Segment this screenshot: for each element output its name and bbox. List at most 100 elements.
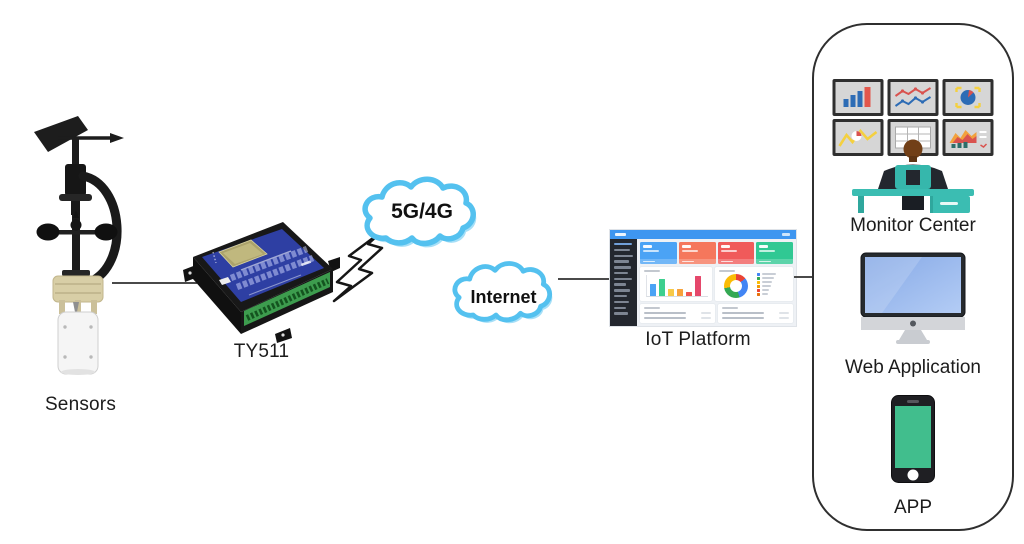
bar (668, 289, 674, 296)
list-row (722, 317, 789, 319)
list-row (644, 317, 711, 319)
desktop-monitor-icon (860, 252, 966, 344)
sidebar-menu-item (614, 277, 632, 281)
lightning-bolt-icon (332, 227, 387, 303)
data-logger-icon (183, 222, 340, 343)
data-list-panel (640, 304, 715, 323)
legend-chip (757, 276, 760, 280)
legend-text-line (762, 273, 776, 276)
donut-hole (730, 280, 742, 292)
stat-card-text-line (681, 245, 691, 248)
stat-card-footer (678, 259, 716, 264)
stat-cards-row (640, 242, 793, 264)
panel-title-placeholder (719, 270, 735, 272)
dashboard-topbar (610, 230, 796, 239)
legend-row (757, 288, 776, 292)
panel-title-placeholder (722, 307, 738, 309)
sidebar-menu-item (614, 295, 627, 298)
sidebar-menu-item (614, 266, 631, 269)
screen-area-chart-icon (942, 119, 994, 156)
sidebar-menu-item (614, 300, 629, 304)
bar-chart-panel (640, 267, 712, 301)
stat-card-text-line (759, 245, 769, 248)
connector-sensors-logger (112, 282, 197, 284)
sidebar-menu-item (614, 312, 628, 315)
stat-card-text-line (643, 250, 659, 252)
legend-row (757, 292, 776, 296)
panel-title-placeholder (644, 270, 660, 272)
bar (659, 279, 665, 296)
stat-card-footer (640, 259, 677, 264)
cloud-internet-label: Internet (470, 287, 537, 307)
stat-card (756, 242, 793, 264)
donut-chart (724, 274, 748, 298)
iot-platform-dashboard (610, 230, 796, 326)
sidebar-menu-item (614, 271, 628, 275)
stat-card-text-line (643, 245, 652, 248)
stat-card-text-line (720, 250, 737, 252)
sidebar-menu-item (614, 248, 630, 252)
data-list-panel (718, 304, 793, 323)
screen-bar-chart-icon (832, 79, 884, 116)
dashboard-user-menu (782, 233, 790, 236)
cloud-icon (452, 261, 553, 324)
web-application-label: Web Application (845, 357, 981, 378)
donut-legend (757, 273, 776, 296)
stat-card-footer (756, 259, 793, 264)
monitor-center-label: Monitor Center (850, 215, 976, 236)
platform-label: IoT Platform (645, 329, 751, 350)
sidebar-menu-item (614, 260, 629, 263)
operator-desk-icon (852, 139, 974, 213)
legend-chip (757, 273, 760, 276)
logger-label: TY511 (233, 341, 290, 362)
sidebar-menu-item (614, 289, 630, 292)
cloud-5g4g-label: 5G/4G (391, 200, 453, 223)
sidebar-menu-item (614, 306, 626, 309)
screen-pie-chart-icon (942, 79, 994, 116)
legend-row (757, 284, 776, 288)
sidebar-menu-item (614, 254, 633, 257)
list-row (644, 312, 711, 314)
legend-text-line (762, 285, 771, 288)
sensors-label: Sensors (44, 394, 117, 415)
connector-platform-clients (794, 276, 812, 278)
legend-chip (757, 284, 760, 288)
sidebar-menu-item (614, 283, 626, 286)
stat-card (678, 242, 716, 264)
panel-title-placeholder (644, 307, 660, 309)
stat-card-footer (717, 259, 755, 264)
bar-chart (646, 275, 708, 297)
clients-panel: Monitor Center Web Application (812, 23, 1014, 531)
legend-chip (757, 288, 760, 292)
donut-chart-panel (715, 267, 793, 301)
screen-trend-line-icon (832, 119, 884, 156)
legend-chip (757, 292, 760, 296)
stat-card-text-line (759, 250, 776, 252)
screen-line-chart-icon (887, 79, 939, 116)
dashboard-sidebar (610, 239, 637, 326)
legend-text-line (762, 281, 772, 284)
cloud-icon (362, 176, 477, 248)
legend-text-line (762, 289, 769, 292)
connector-internet-platform (558, 278, 610, 280)
legend-row (757, 273, 776, 276)
wind-sensor-icon (34, 116, 124, 375)
monitor-wall-icon (832, 79, 994, 156)
bar (695, 276, 701, 296)
stat-card (640, 242, 677, 264)
bar (650, 284, 656, 296)
app-label: APP (893, 497, 933, 518)
bar (677, 289, 683, 296)
list-row (722, 312, 789, 314)
stat-card (717, 242, 755, 264)
stat-card-text-line (681, 250, 698, 252)
stat-card-text-line (720, 245, 730, 248)
legend-chip (757, 280, 760, 284)
legend-text-line (762, 277, 774, 280)
sidebar-menu-item (614, 243, 632, 246)
bar (686, 292, 692, 296)
smartphone-icon (891, 395, 935, 483)
legend-text-line (762, 293, 768, 296)
dashboard-logo (615, 233, 626, 236)
